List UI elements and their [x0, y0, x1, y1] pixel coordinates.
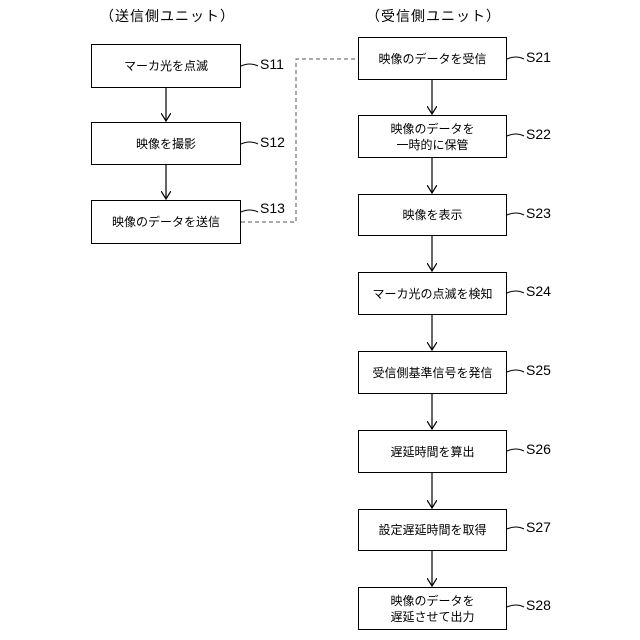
step-text-s13: 映像のデータを送信 [112, 214, 220, 230]
step-text-s22-line2: 一時的に保管 [396, 137, 468, 153]
leader-s11 [241, 64, 258, 66]
step-label-s11: S11 [260, 56, 284, 72]
step-text-s27: 設定遅延時間を取得 [378, 522, 486, 538]
step-text-s26: 遅延時間を算出 [390, 444, 474, 460]
leader-s27 [507, 527, 524, 529]
step-label-s23: S23 [526, 205, 551, 221]
step-label-s12: S12 [260, 134, 285, 150]
step-box-s12: 映像を撮影 [91, 122, 241, 165]
step-box-s22: 映像のデータを 一時的に保管 [358, 115, 507, 158]
leader-s21 [507, 57, 524, 59]
step-box-s27: 設定遅延時間を取得 [358, 509, 507, 551]
step-label-s21: S21 [526, 49, 551, 65]
step-box-s26: 遅延時間を算出 [358, 430, 507, 473]
step-box-s25: 受信側基準信号を発信 [358, 351, 507, 394]
step-text-s25: 受信側基準信号を発信 [372, 365, 492, 381]
step-box-s28: 映像のデータを 遅延させて出力 [358, 587, 507, 630]
step-text-s24: マーカ光の点滅を検知 [372, 286, 492, 302]
leader-s24 [507, 291, 524, 293]
leader-s23 [507, 213, 524, 215]
leader-s12 [241, 142, 258, 144]
step-label-s24: S24 [526, 283, 551, 299]
step-label-s13: S13 [260, 200, 285, 216]
step-label-s26: S26 [526, 441, 551, 457]
leader-s13 [241, 210, 258, 212]
step-label-s25: S25 [526, 362, 551, 378]
step-text-s28-line1: 映像のデータを [390, 593, 474, 609]
step-box-s13: 映像のデータを送信 [91, 200, 241, 244]
step-text-s22-line1: 映像のデータを [390, 121, 474, 137]
leader-s28 [507, 605, 524, 607]
step-label-s22: S22 [526, 126, 551, 142]
leader-s25 [507, 370, 524, 372]
leader-s26 [507, 449, 524, 451]
step-box-s21: 映像のデータを受信 [358, 37, 507, 80]
step-box-s11: マーカ光を点滅 [91, 44, 241, 88]
step-text-s23: 映像を表示 [402, 207, 462, 223]
step-text-s28-line2: 遅延させて出力 [390, 609, 474, 625]
step-box-s23: 映像を表示 [358, 194, 507, 236]
step-label-s28: S28 [526, 597, 551, 613]
step-text-s12: 映像を撮影 [136, 136, 196, 152]
step-text-s21: 映像のデータを受信 [378, 51, 486, 67]
data-transfer-link [241, 59, 358, 222]
step-label-s27: S27 [526, 519, 551, 535]
step-box-s24: マーカ光の点滅を検知 [358, 272, 507, 315]
step-text-s11: マーカ光を点滅 [124, 58, 208, 74]
leader-s22 [507, 134, 524, 136]
